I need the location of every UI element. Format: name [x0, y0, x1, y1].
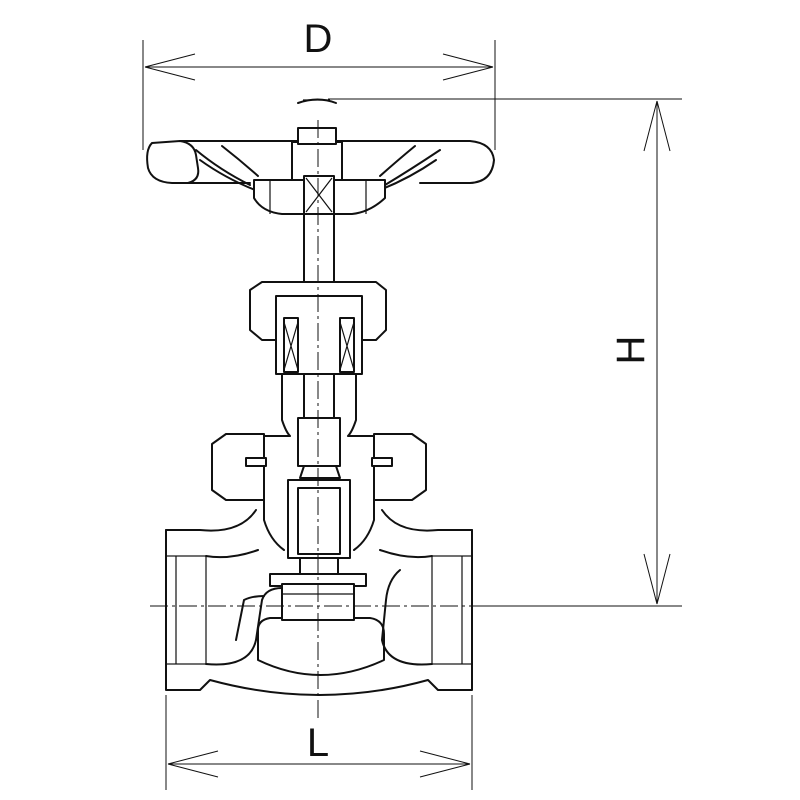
dimension-l-label: L — [307, 721, 329, 765]
dimension-l — [165, 695, 473, 790]
valve-stem — [297, 213, 341, 479]
dimension-h — [328, 98, 682, 607]
dimension-h-label: H — [609, 336, 653, 365]
dimension-d-label: D — [304, 17, 333, 61]
handwheel — [146, 98, 495, 215]
dimension-d — [142, 40, 496, 150]
